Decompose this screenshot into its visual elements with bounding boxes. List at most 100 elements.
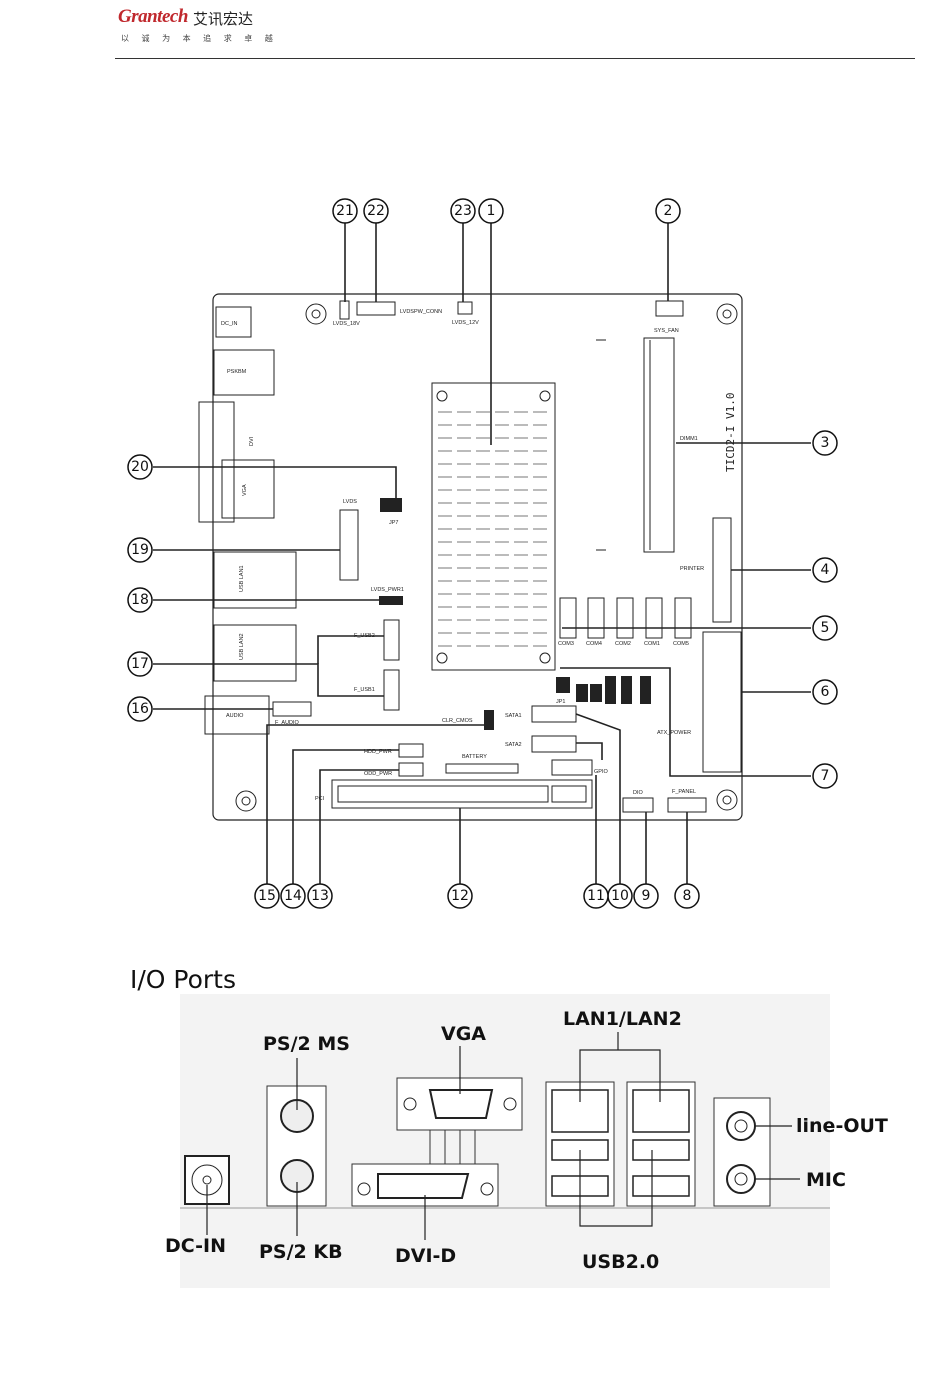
f-audio-header [272,701,312,717]
callout-circle-7 [812,763,838,789]
label-f-panel: F_PANEL [672,789,696,795]
label-dimm1: DIMM1 [680,436,698,442]
label-sata2: SATA2 [505,742,522,748]
sata2-connector [531,735,577,753]
label-com3: COM3 [558,641,574,647]
sys-fan-connector [655,300,684,317]
callout-circle-13 [307,883,333,909]
callout-number-5: 5 [821,620,830,636]
callout-circle-18 [127,587,153,613]
brand-slogan: 以 诚 为 本 追 求 卓 越 [121,34,278,43]
callout-number-23: 23 [454,203,472,219]
callout-circle-6 [812,679,838,705]
lvdspw-conn [356,301,396,316]
callout-number-21: 21 [336,203,354,219]
dc-in-connector [215,306,252,338]
callout-number-15: 15 [258,888,276,904]
pci-slot [331,779,593,809]
board-outline [212,293,743,821]
callout-number-12: 12 [451,888,469,904]
callout-number-3: 3 [821,435,830,451]
atx-power-connector [702,631,742,773]
callout-number-14: 14 [284,888,302,904]
callout-number-20: 20 [131,459,149,475]
label-usb-lan2: USB LAN2 [239,633,245,660]
hdd-pwr-connector [398,743,424,758]
gpio-header [551,759,593,776]
callout-number-7: 7 [821,768,830,784]
cpu-heatsink [431,382,556,671]
lvds-pwr1-jumper [379,596,403,605]
lvds-18v-jumper [339,300,350,320]
callout-circle-19 [127,537,153,563]
com-headers [559,597,692,639]
motherboard-diagram: DC_IN PSKBM DVI VGA USB LAN1 USB LAN2 AU… [127,198,838,909]
callout-number-10: 10 [611,888,629,904]
battery-holder [445,763,519,774]
callout-number-2: 2 [664,203,673,219]
callout-circle-3 [812,430,838,456]
odd-pwr-connector [398,762,424,777]
callout-number-8: 8 [683,888,692,904]
lvds-connector [339,509,359,581]
label-jp7: JP7 [389,520,398,526]
jumper-block [556,676,651,704]
page-header: Grantech 艾讯宏达 以 诚 为 本 追 求 卓 越 [0,0,950,70]
label-dvi: DVI [249,436,255,446]
brand-logo-chinese: 艾讯宏达 [193,10,254,28]
lan-usb-stack-1 [545,1081,615,1207]
callout-number-17: 17 [131,656,149,672]
io-label-ps2-ms: PS/2 MS [263,1033,350,1055]
audio-jacks [713,1097,771,1207]
callout-circle-1 [478,198,504,224]
callout-number-18: 18 [131,592,149,608]
sata1-connector [531,705,577,723]
label-audio: AUDIO [226,713,244,719]
label-com5: COM5 [673,641,689,647]
vga-port [396,1077,523,1131]
io-label-vga: VGA [441,1023,486,1045]
audio-connector [204,695,270,735]
label-lvdspw-conn: LVDSPW_CONN [400,309,442,315]
io-label-dc-in: DC-IN [165,1235,226,1257]
dc-in-jack [184,1155,230,1205]
dio-header [622,797,654,813]
io-ports-title: I/O Ports [130,965,237,994]
pskbm-connector [213,349,275,396]
callout-number-4: 4 [821,562,830,578]
ps2-stack [266,1085,327,1207]
label-usb-lan1: USB LAN1 [239,565,245,592]
callout-circle-20 [127,454,153,480]
label-vga: VGA [242,484,248,496]
label-com4: COM4 [586,641,602,647]
label-odd-pwr: ODD_PWR [364,771,392,777]
label-com1: COM1 [644,641,660,647]
dvi-d-port [351,1163,499,1207]
dimm-slot [596,337,675,553]
label-lvds-12v: LVDS_12V [452,320,479,326]
label-clr-cmos: CLR_CMOS [442,718,473,724]
callout-circle-9 [633,883,659,909]
callout-circle-22 [363,198,389,224]
callout-circle-12 [447,883,473,909]
board-model: TICD2-I V1.0 [724,393,737,472]
usb-lan1-connector [213,551,297,609]
f-panel-header [667,797,707,813]
callout-number-9: 9 [642,888,651,904]
io-label-lan: LAN1/LAN2 [563,1008,682,1030]
label-com2: COM2 [615,641,631,647]
callout-circle-5 [812,615,838,641]
label-atx-power: ATX_POWER [657,730,691,736]
io-label-mic: MIC [806,1169,846,1191]
callout-number-22: 22 [367,203,385,219]
callout-circle-2 [655,198,681,224]
label-battery: BATTERY [462,754,487,760]
callout-circle-14 [280,883,306,909]
label-gpio: GPIO [594,769,608,775]
callout-circle-8 [674,883,700,909]
usb-lan2-connector [213,624,297,682]
header-divider [115,58,915,59]
mounting-holes [235,303,738,812]
callout-circle-4 [812,557,838,583]
io-label-usb: USB2.0 [582,1251,659,1273]
